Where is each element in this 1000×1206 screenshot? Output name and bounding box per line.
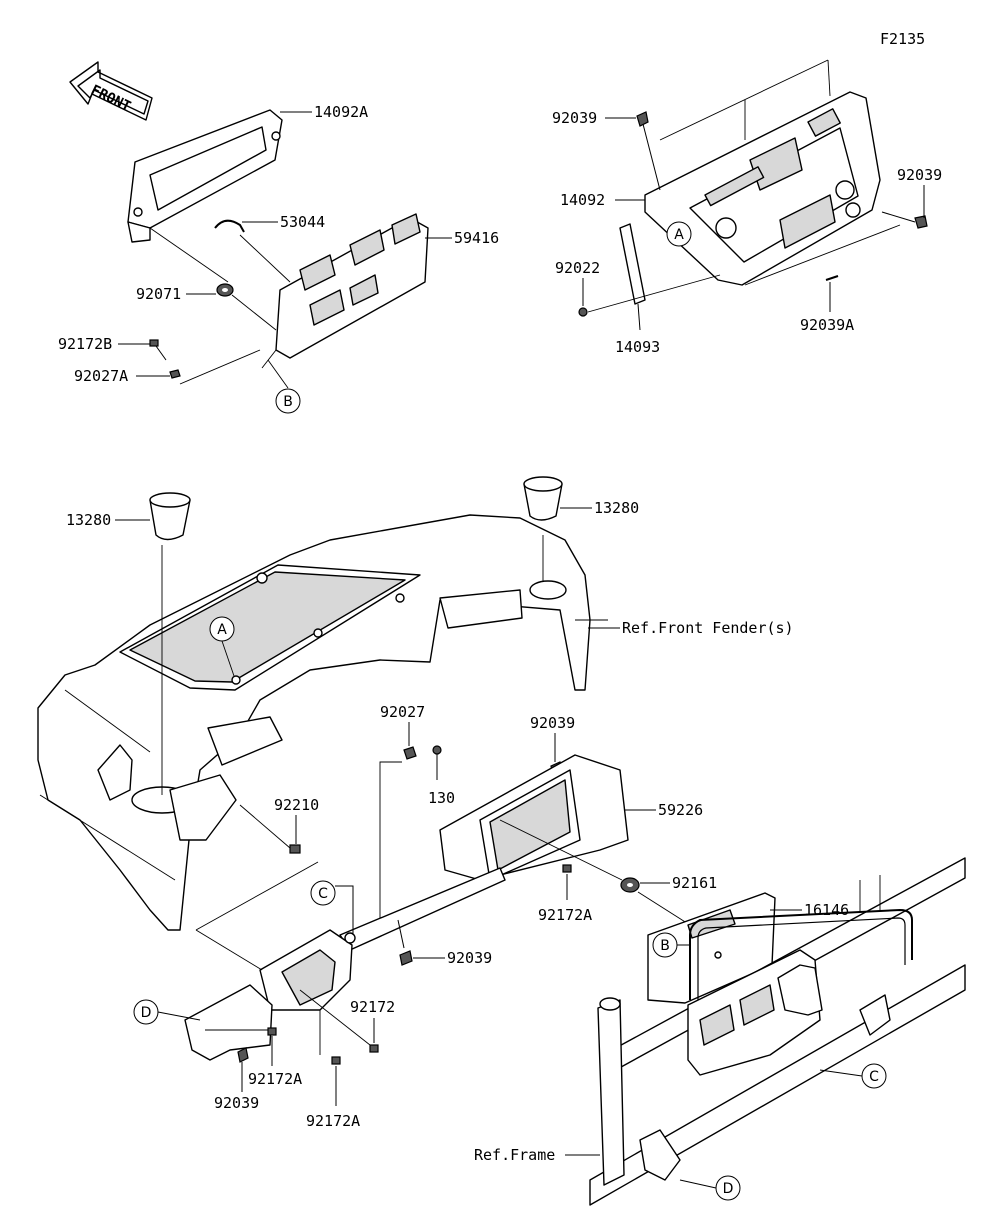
callout-B-frame: B: [652, 932, 678, 958]
bolt-92210: [289, 844, 301, 854]
svg-text:D: D: [141, 1005, 152, 1021]
clip-53044: [214, 219, 245, 233]
callout-C-frame: C: [861, 1063, 887, 1089]
screw-92172A-left: [267, 1027, 277, 1036]
label-92210: 92210: [274, 796, 319, 814]
callout-B-top: B: [275, 388, 301, 414]
label-ref-frame: Ref.Frame: [474, 1146, 555, 1164]
pin-92039-bottom: [237, 1047, 249, 1063]
svg-text:B: B: [660, 938, 670, 954]
label-16146: 16146: [804, 901, 849, 919]
label-14092: 14092: [560, 191, 605, 209]
label-59416: 59416: [454, 229, 499, 247]
bolt-92172B: [149, 339, 167, 361]
label-14092A: 14092A: [314, 103, 368, 121]
screw-92039A: [825, 275, 839, 281]
callout-A-dash: A: [209, 616, 235, 642]
pin-92039-low: [397, 919, 413, 966]
grommet-92161: [620, 877, 640, 893]
svg-text:D: D: [723, 1181, 734, 1197]
bracket-14093: [619, 223, 646, 305]
callout-C-left: C: [310, 880, 336, 906]
label-ref-front-fender: Ref.Front Fender(s): [622, 619, 794, 637]
label-92071: 92071: [136, 285, 181, 303]
clip-130: [432, 745, 442, 780]
label-92039-top: 92039: [552, 109, 597, 127]
svg-text:C: C: [318, 886, 328, 902]
label-92039-bottom: 92039: [214, 1094, 259, 1112]
label-92039A: 92039A: [800, 316, 854, 334]
frame-structure: [589, 857, 966, 1206]
pin-92039-right: [914, 215, 928, 229]
screw-92172A-mid: [562, 864, 572, 873]
label-14093: 14093: [615, 338, 660, 356]
label-92039-mid: 92039: [530, 714, 575, 732]
pin-92039-top: [636, 111, 661, 191]
callout-D-frame: D: [715, 1175, 741, 1201]
glove-box-housing: [184, 867, 506, 1061]
label-92172A-mid: 92172A: [538, 906, 592, 924]
svg-text:A: A: [674, 227, 684, 243]
svg-text:B: B: [283, 394, 293, 410]
label-92172A-bottom: 92172A: [306, 1112, 360, 1130]
label-13280-left: 13280: [66, 511, 111, 529]
label-92161: 92161: [672, 874, 717, 892]
label-92027: 92027: [380, 703, 425, 721]
label-92039-low: 92039: [447, 949, 492, 967]
relay-board-59416: [261, 213, 429, 369]
meter-panel-14092: [644, 91, 881, 286]
lid-59226: [439, 754, 629, 881]
grommet-92071: [216, 283, 234, 297]
svg-text:C: C: [869, 1069, 879, 1085]
label-92172: 92172: [350, 998, 395, 1016]
callout-D-left: D: [133, 999, 159, 1025]
label-92172A-left: 92172A: [248, 1070, 302, 1088]
cup-holder-13280-left: [149, 492, 191, 541]
svg-text:A: A: [217, 622, 227, 638]
nut-92027: [403, 746, 417, 760]
cover-14092A: [127, 109, 283, 243]
screw-92172A-bottom: [331, 1056, 341, 1065]
label-92039-right: 92039: [897, 166, 942, 184]
screw-92172: [369, 1044, 379, 1053]
label-130: 130: [428, 789, 455, 807]
nut-92022: [578, 307, 588, 317]
label-13280-right: 13280: [594, 499, 639, 517]
figure-code: F2135: [880, 30, 925, 48]
nut-92027A: [169, 369, 181, 379]
label-53044: 53044: [280, 213, 325, 231]
label-59226: 59226: [658, 801, 703, 819]
front-arrow-icon: FRONT: [69, 61, 153, 121]
label-92027A: 92027A: [74, 367, 128, 385]
label-92172B: 92172B: [58, 335, 112, 353]
cup-holder-13280-right: [523, 476, 563, 521]
callout-A-top: A: [666, 221, 692, 247]
dashboard-main: [37, 514, 591, 931]
label-92022: 92022: [555, 259, 600, 277]
